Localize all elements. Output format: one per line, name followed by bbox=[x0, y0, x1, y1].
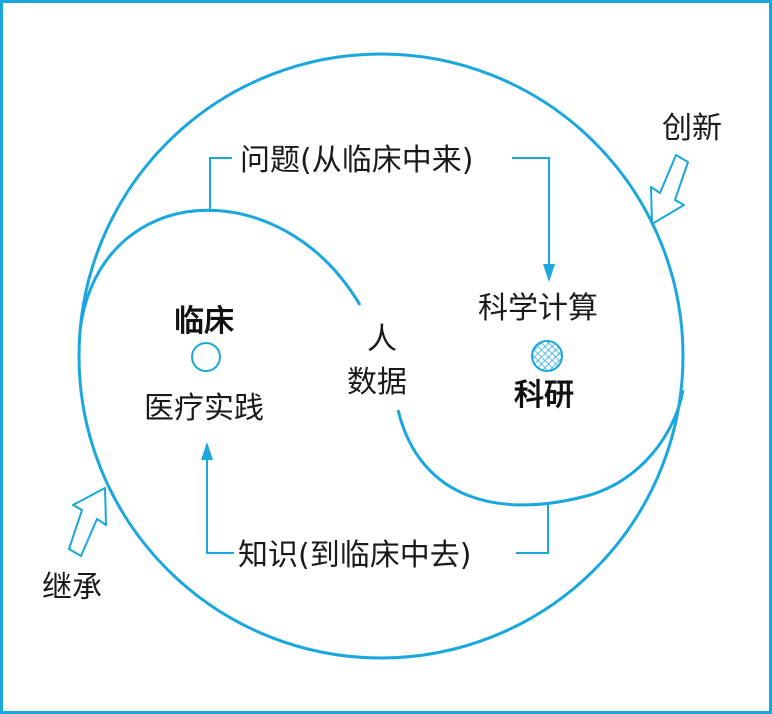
inheritance-label: 继承 bbox=[42, 570, 102, 605]
crosshatch-overlay bbox=[533, 342, 561, 370]
center-person-label: 人 bbox=[367, 322, 397, 357]
question-flow-line bbox=[209, 157, 232, 212]
knowledge-flow-arrow-line bbox=[206, 458, 234, 554]
research-label: 科研 bbox=[514, 378, 574, 413]
center-data-label: 数据 bbox=[347, 365, 407, 400]
knowledge-label: 知识(到临床中去) bbox=[238, 538, 471, 573]
taiji-curve-lower bbox=[396, 389, 685, 507]
clinic-subtitle: 医疗实践 bbox=[144, 391, 264, 426]
innovation-label: 创新 bbox=[662, 111, 722, 146]
question-flow-arrow-line bbox=[512, 157, 550, 266]
taiji-curve bbox=[78, 208, 362, 331]
science-title: 科学计算 bbox=[478, 291, 598, 326]
hollow-circle-icon bbox=[191, 342, 221, 372]
clinic-title: 临床 bbox=[174, 304, 234, 339]
inheritance-arrow-icon bbox=[68, 487, 107, 557]
knowledge-arrowhead-icon bbox=[201, 442, 213, 460]
knowledge-flow-line bbox=[516, 502, 549, 554]
innovation-arrow-icon bbox=[650, 154, 689, 225]
outer-circle bbox=[77, 52, 685, 660]
question-label: 问题(从临床中来) bbox=[240, 143, 473, 178]
question-arrowhead-icon bbox=[543, 264, 555, 282]
